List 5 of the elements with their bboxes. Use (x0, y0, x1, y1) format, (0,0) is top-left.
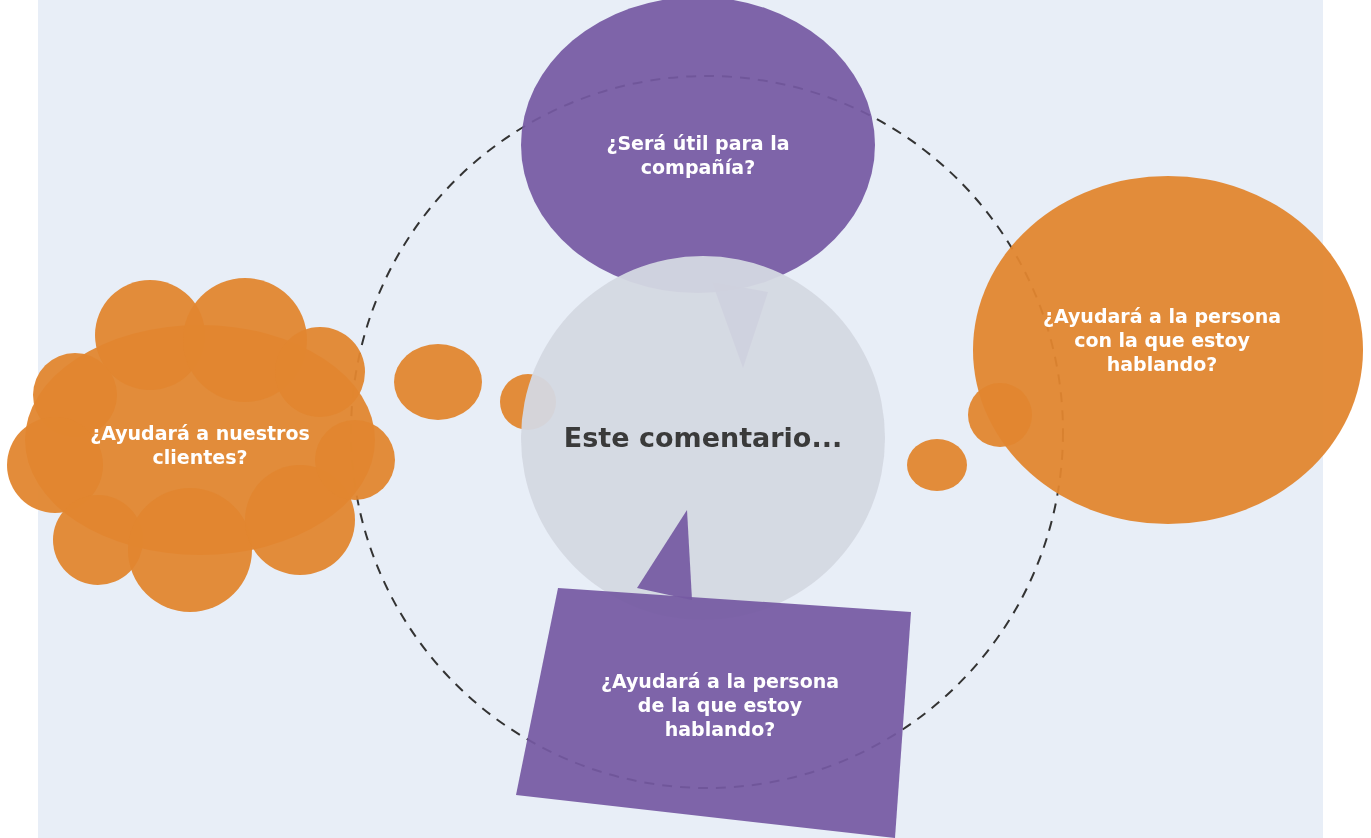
bubble-text: Este comentario... (562, 421, 844, 455)
bubble-text: ¿Ayudará a la persona con la que estoy hablando? (1041, 304, 1283, 376)
bubble-text: ¿Ayudará a nuestros clientes? (89, 421, 311, 469)
bubble-text: ¿Ayudará a la persona de la que estoy hablando? (600, 669, 840, 741)
bubble-text: ¿Será útil para la compañía? (605, 131, 791, 179)
